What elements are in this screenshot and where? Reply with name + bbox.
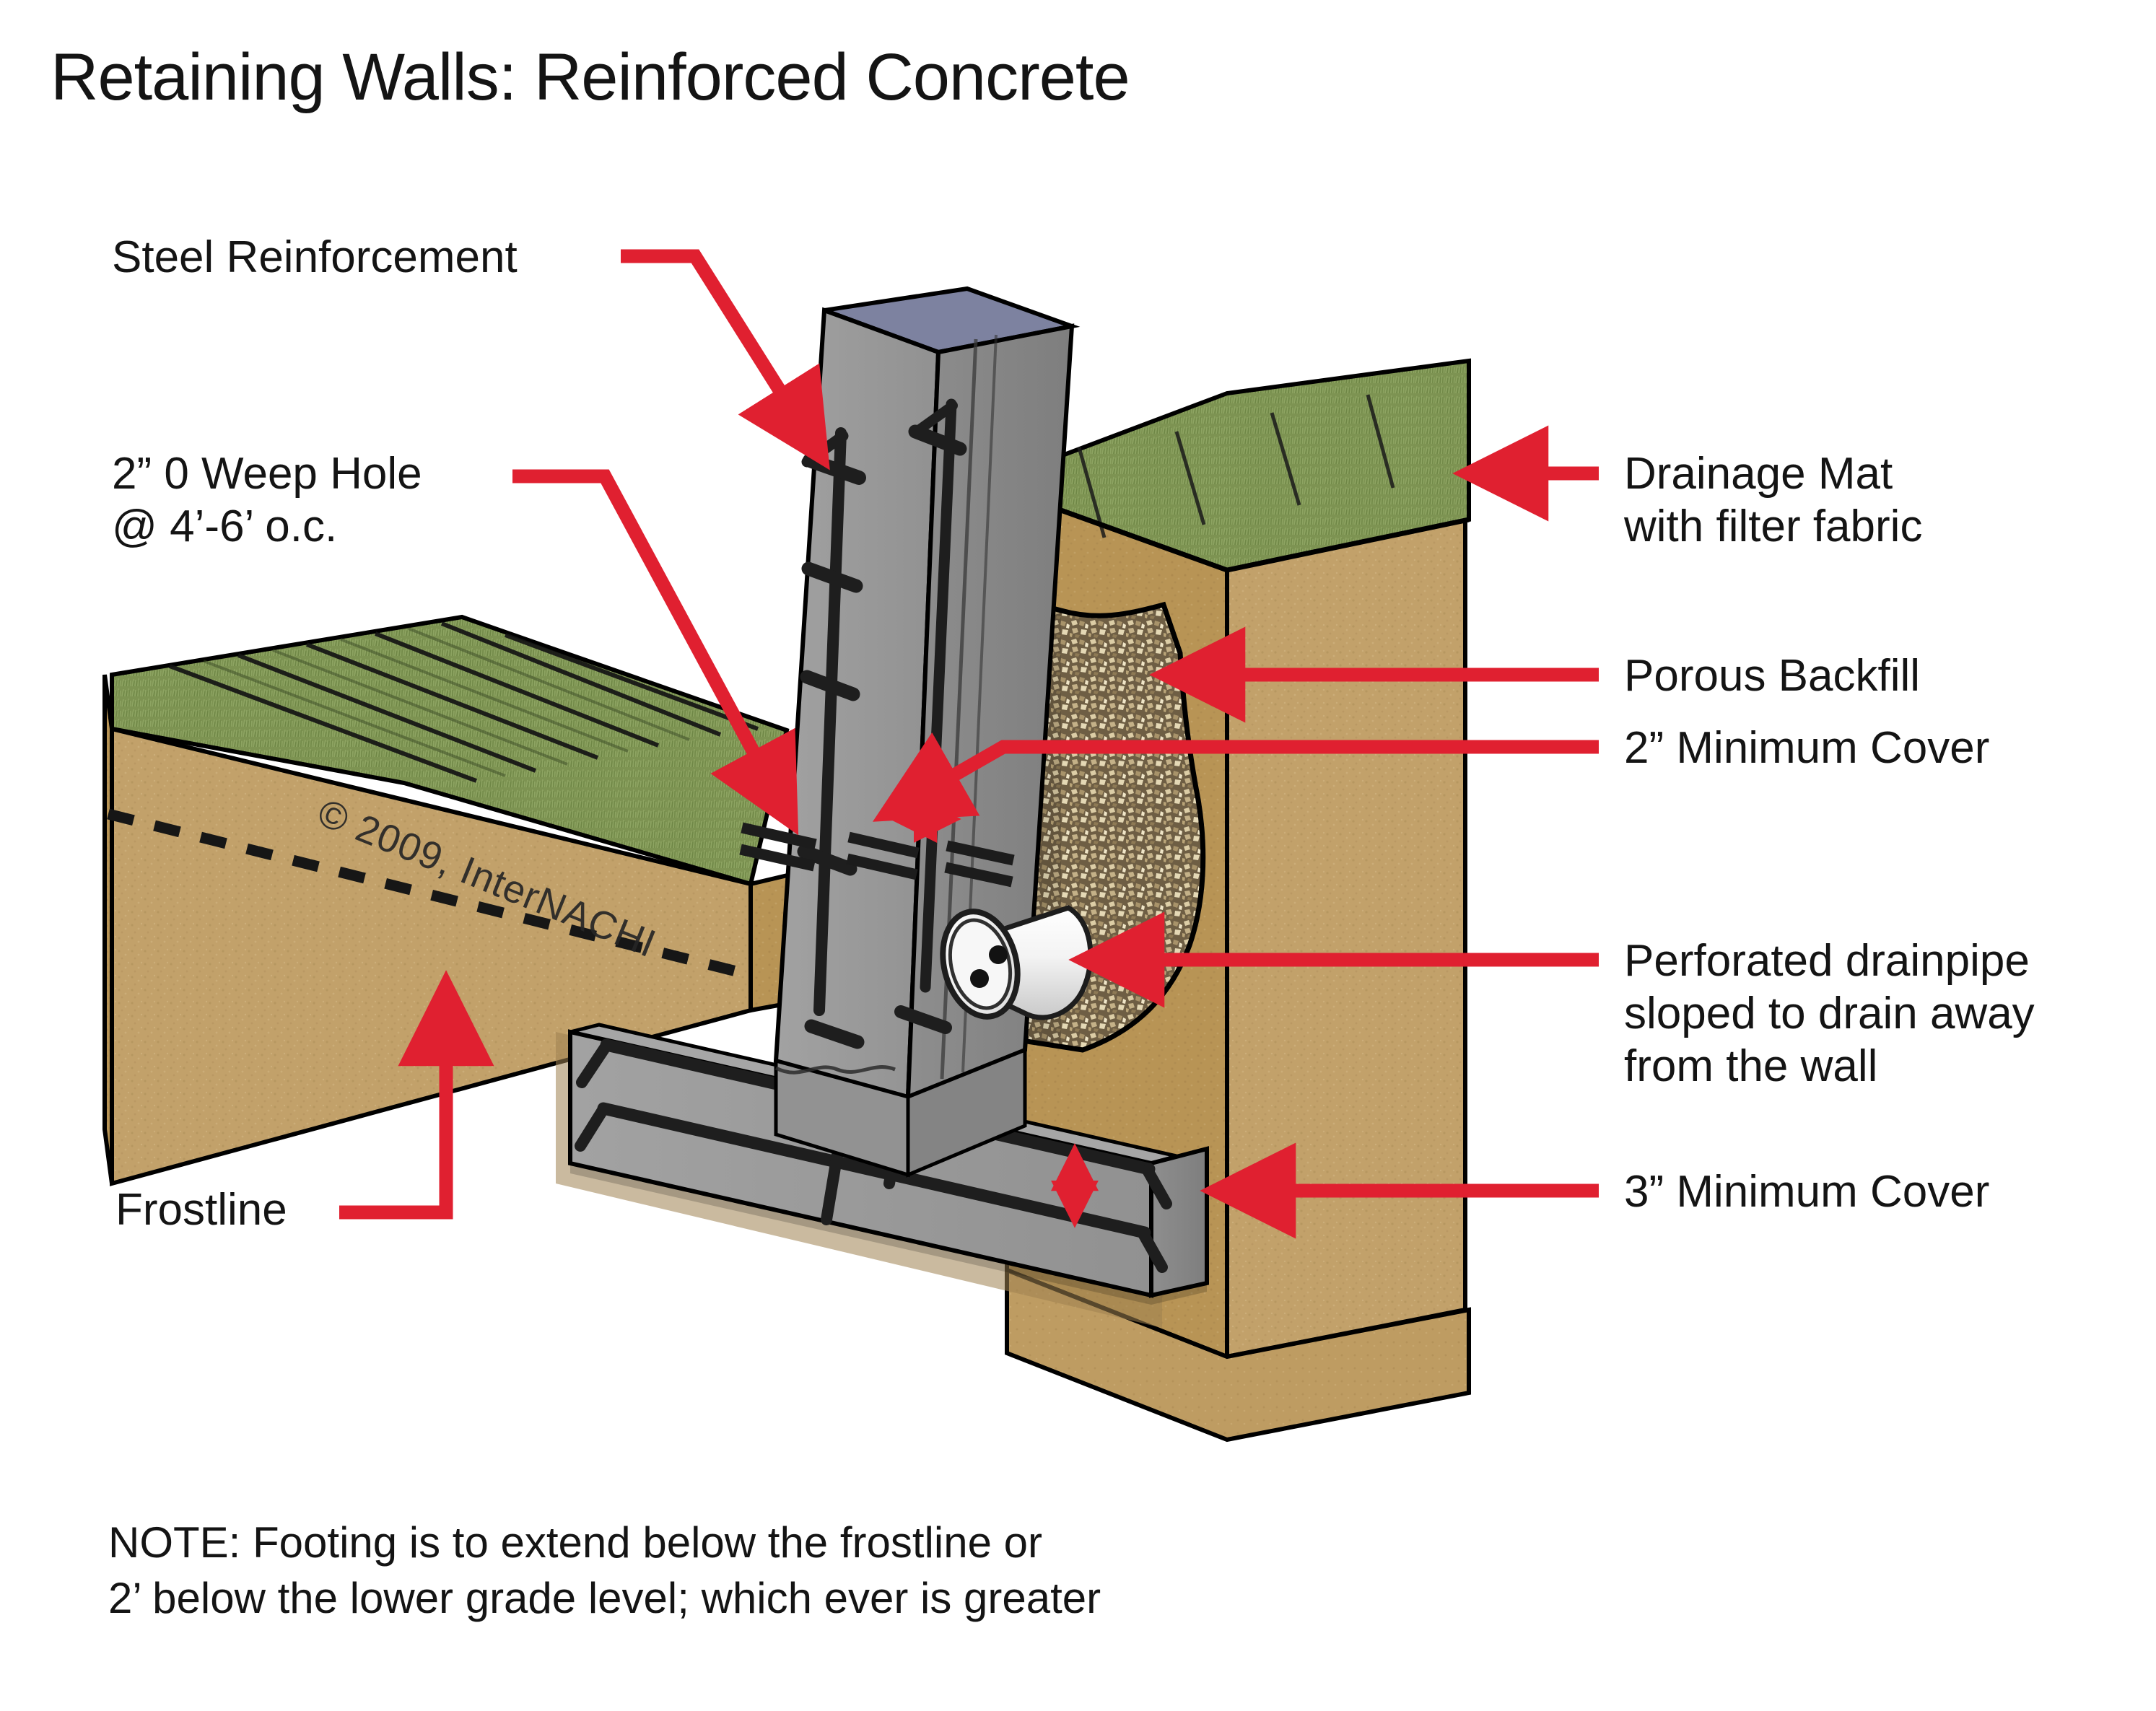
label-perforated-drainpipe: Perforated drainpipe sloped to drain awa…: [1624, 936, 2035, 1092]
label-cover-3in: 3” Minimum Cover: [1624, 1167, 1990, 1217]
rebar-set: [797, 398, 967, 1049]
left-soil-block: [102, 614, 793, 1186]
frostline-dashed: [107, 808, 738, 977]
label-drainage-mat: Drainage Mat with filter fabric: [1624, 449, 1923, 552]
footing-note: NOTE: Footing is to extend below the fro…: [108, 1518, 1101, 1622]
label-porous-backfill: Porous Backfill: [1624, 651, 1921, 701]
label-cover-2in: 2” Minimum Cover: [1624, 723, 1990, 773]
concrete-stem-wall: [739, 286, 1081, 1178]
perforated-drainpipe: [940, 905, 1094, 1020]
weep-hole-marks: [739, 822, 1015, 888]
leader-weep-hole: [512, 469, 799, 836]
label-frostline: Frostline: [115, 1185, 287, 1235]
label-steel-reinforcement: Steel Reinforcement: [112, 232, 518, 282]
label-weep-hole: 2” 0 Weep Hole @ 4’-6’ o.c.: [112, 449, 422, 552]
page-title: Retaining Walls: Reinforced Concrete: [51, 40, 1130, 114]
leader-frostline: [339, 970, 494, 1220]
leader-cover-2in: [872, 732, 1599, 822]
leader-steel-reinforcement: [621, 249, 830, 471]
